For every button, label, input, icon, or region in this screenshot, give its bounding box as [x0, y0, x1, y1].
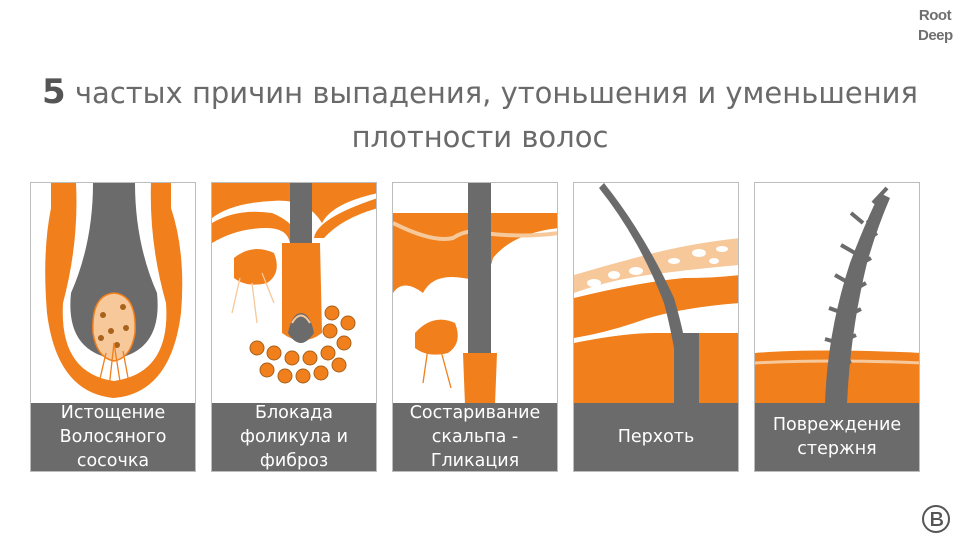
damaged-shaft-illustration — [755, 186, 919, 405]
dandruff-illustration — [574, 183, 738, 405]
caption-2: Блокада фоликула и фиброз — [212, 403, 376, 471]
brand-logo: Root Deep — [918, 6, 953, 46]
page-title: 5 частых причин выпадения, утоньшения и … — [0, 70, 960, 159]
caption-4: Перхоть — [574, 403, 738, 471]
logo-line-2: Deep — [918, 27, 953, 44]
panel-follicle-blockage: Блокада фоликула и фиброз — [211, 182, 377, 472]
caption-1: Истощение Волосяного сосочка — [31, 403, 195, 471]
caption-5: Повреждение стержня — [755, 403, 919, 471]
circle-b-icon — [922, 505, 950, 533]
logo-line-1: Root — [918, 7, 952, 24]
panel-shaft-damage: Повреждение стержня — [754, 182, 920, 472]
panel-papilla-depletion: Истощение Волосяного сосочка — [30, 182, 196, 472]
title-number: 5 — [42, 72, 66, 112]
title-line-1: частых причин выпадения, утоньшения и ум… — [74, 76, 918, 110]
panel-dandruff: Перхоть — [573, 182, 739, 472]
follicle-illustration — [45, 183, 183, 398]
aging-scalp-illustration — [393, 183, 557, 405]
caption-3: Состаривание скальпа - Гликация — [393, 403, 557, 471]
blocked-follicle-illustration — [212, 183, 376, 384]
panel-scalp-aging: Состаривание скальпа - Гликация — [392, 182, 558, 472]
title-line-2: плотности волос — [351, 120, 609, 154]
